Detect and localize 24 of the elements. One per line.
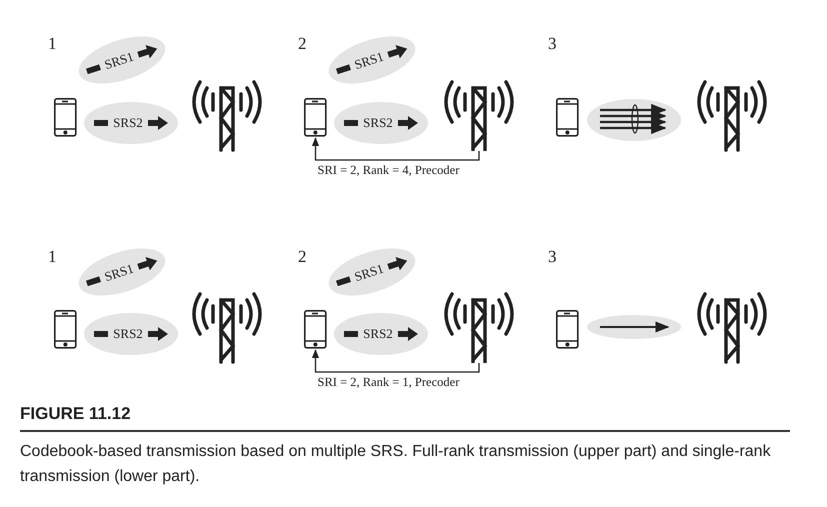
beam-label: SRS2	[113, 326, 143, 342]
arrow	[312, 349, 480, 373]
beam-label: SRS2	[113, 115, 143, 131]
panel-number: 1	[48, 247, 56, 267]
beam-label: SRS2	[363, 326, 393, 342]
edge-label: SRI = 2, Rank = 1, Precoder	[316, 375, 462, 390]
panel-number: 3	[548, 247, 556, 267]
phone-icon	[304, 310, 327, 349]
beam-label: SRS2	[363, 115, 393, 131]
panel-number: 2	[298, 247, 306, 267]
caption: Codebook-based transmission based on multiple SRS. Full-rank transmission (upper part) and single-rank transmission (lower part).	[20, 442, 772, 487]
phone-icon	[304, 98, 327, 137]
beam-label: SRS1	[352, 48, 386, 74]
beam-label: SRS1	[352, 260, 386, 286]
beam-label: SRS1	[102, 260, 136, 286]
panel-number: 2	[298, 34, 306, 54]
figure-title: FIGURE 11.12	[20, 404, 131, 424]
tower-icon	[442, 78, 516, 151]
beam-label: SRS1	[102, 48, 136, 74]
tower-icon	[442, 290, 516, 363]
panel-number: 3	[548, 34, 556, 54]
arrow	[312, 137, 480, 161]
edge-label: SRI = 2, Rank = 4, Precoder	[316, 163, 462, 178]
panel-number: 1	[48, 34, 56, 54]
